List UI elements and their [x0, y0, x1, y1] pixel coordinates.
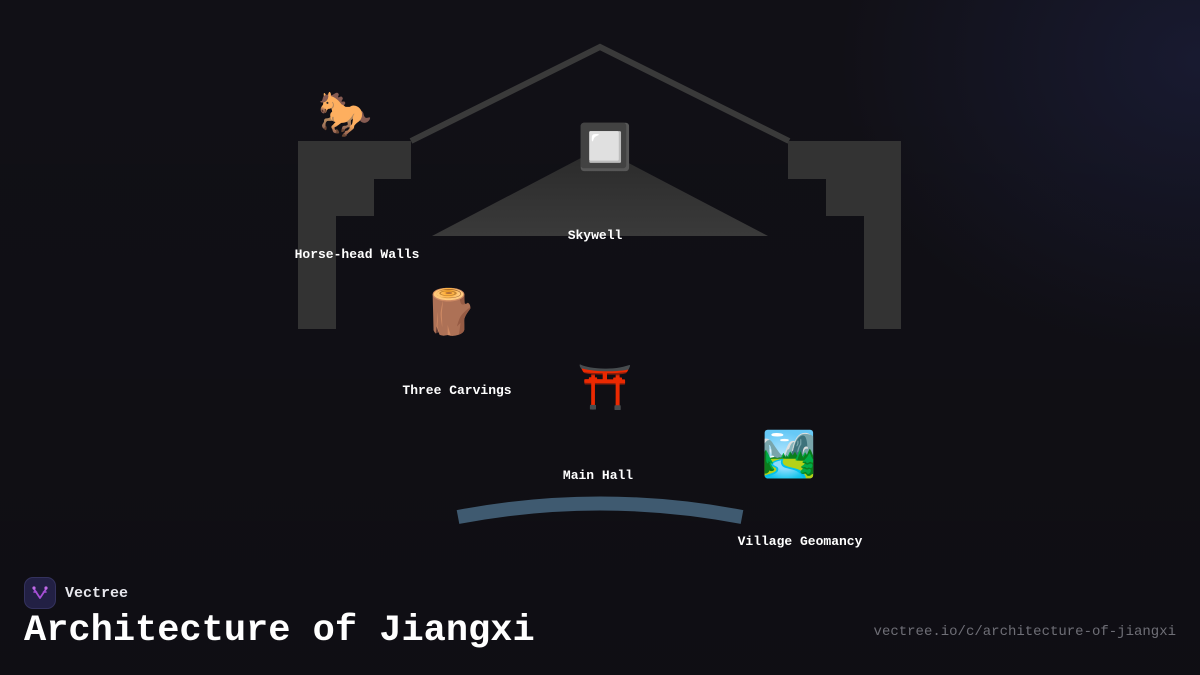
page-title: Architecture of Jiangxi — [24, 610, 535, 652]
node-label-main-hall: Main Hall — [562, 468, 634, 483]
horse-icon: 🐎 — [317, 89, 373, 140]
torii-gate-icon: ⛩️ — [577, 362, 633, 413]
brand: Vectree — [24, 577, 128, 609]
right-horse-head-wall — [788, 141, 901, 329]
brand-name: Vectree — [65, 584, 129, 602]
source-url[interactable]: vectree.io/c/architecture-of-jiangxi — [873, 624, 1176, 640]
wood-log-icon: 🪵 — [422, 287, 478, 338]
node-label-horse-head-walls: Horse-head Walls — [294, 247, 420, 262]
national-park-icon: 🏞️ — [761, 429, 817, 480]
node-label-skywell: Skywell — [567, 228, 623, 243]
node-label-village-geomancy: Village Geomancy — [737, 534, 863, 549]
skywell-light-cone — [432, 148, 768, 236]
roof-line — [409, 43, 791, 144]
left-horse-head-wall — [298, 141, 411, 329]
ground-arc — [456, 496, 744, 524]
square-button-icon: 🔲 — [577, 122, 633, 173]
vectree-logo-icon — [24, 577, 56, 609]
node-label-three-carvings: Three Carvings — [402, 383, 512, 398]
